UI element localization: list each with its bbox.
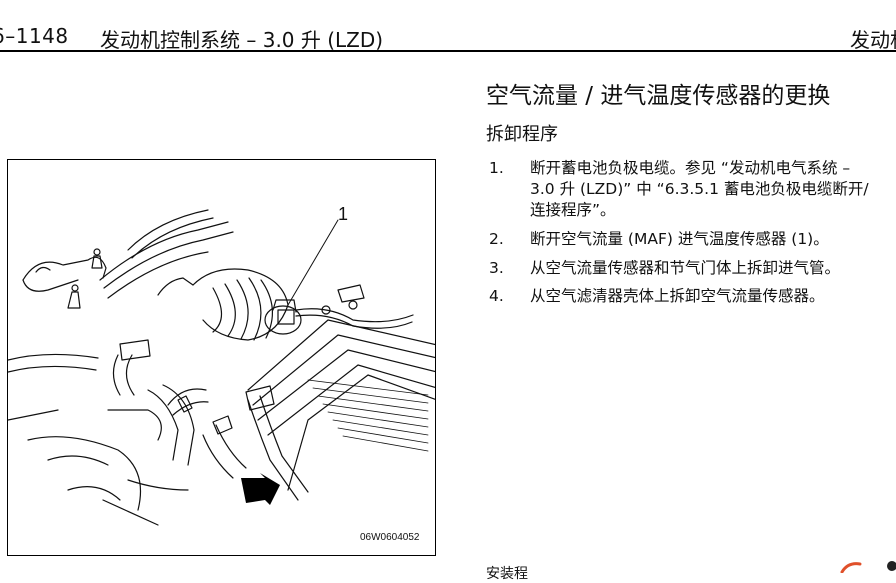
- header-rule: [0, 50, 896, 52]
- step-number: 4.: [489, 287, 504, 305]
- step-number: 1.: [489, 159, 504, 177]
- step-text-line: 断开蓄电池负极电缆。参见 “发动机电气系统 –: [530, 159, 851, 177]
- step-text-line: 连接程序”。: [530, 201, 616, 219]
- step-text-line: 从空气流量传感器和节气门体上拆卸进气管。: [530, 259, 841, 277]
- engine-line-drawing: [8, 209, 435, 526]
- step-number: 3.: [489, 259, 504, 277]
- figure-code: 06W0604052: [360, 532, 420, 543]
- step-text-line: 3.0 升 (LZD)” 中 “6.3.5.1 蓄电池负极电缆断开/: [530, 180, 869, 198]
- section-title: 空气流量 / 进气温度传感器的更换: [486, 83, 831, 109]
- step-number: 2.: [489, 230, 504, 248]
- front-arrow-icon: [241, 473, 280, 505]
- logo-icon: [840, 558, 896, 577]
- engine-illustration: 1 06W0604052: [7, 159, 436, 556]
- procedure-title: 拆卸程序: [486, 124, 558, 145]
- next-section-fragment: 安装程: [486, 566, 528, 582]
- step-text-line: 从空气滤清器壳体上拆卸空气流量传感器。: [530, 287, 825, 305]
- header-title-fragment: 发动机: [850, 28, 896, 52]
- page-number: 6–1148: [0, 24, 69, 48]
- callout-label: 1: [338, 204, 349, 224]
- step-text-line: 断开空气流量 (MAF) 进气温度传感器 (1)。: [530, 230, 829, 248]
- header-title: 发动机控制系统 – 3.0 升 (LZD): [100, 28, 384, 52]
